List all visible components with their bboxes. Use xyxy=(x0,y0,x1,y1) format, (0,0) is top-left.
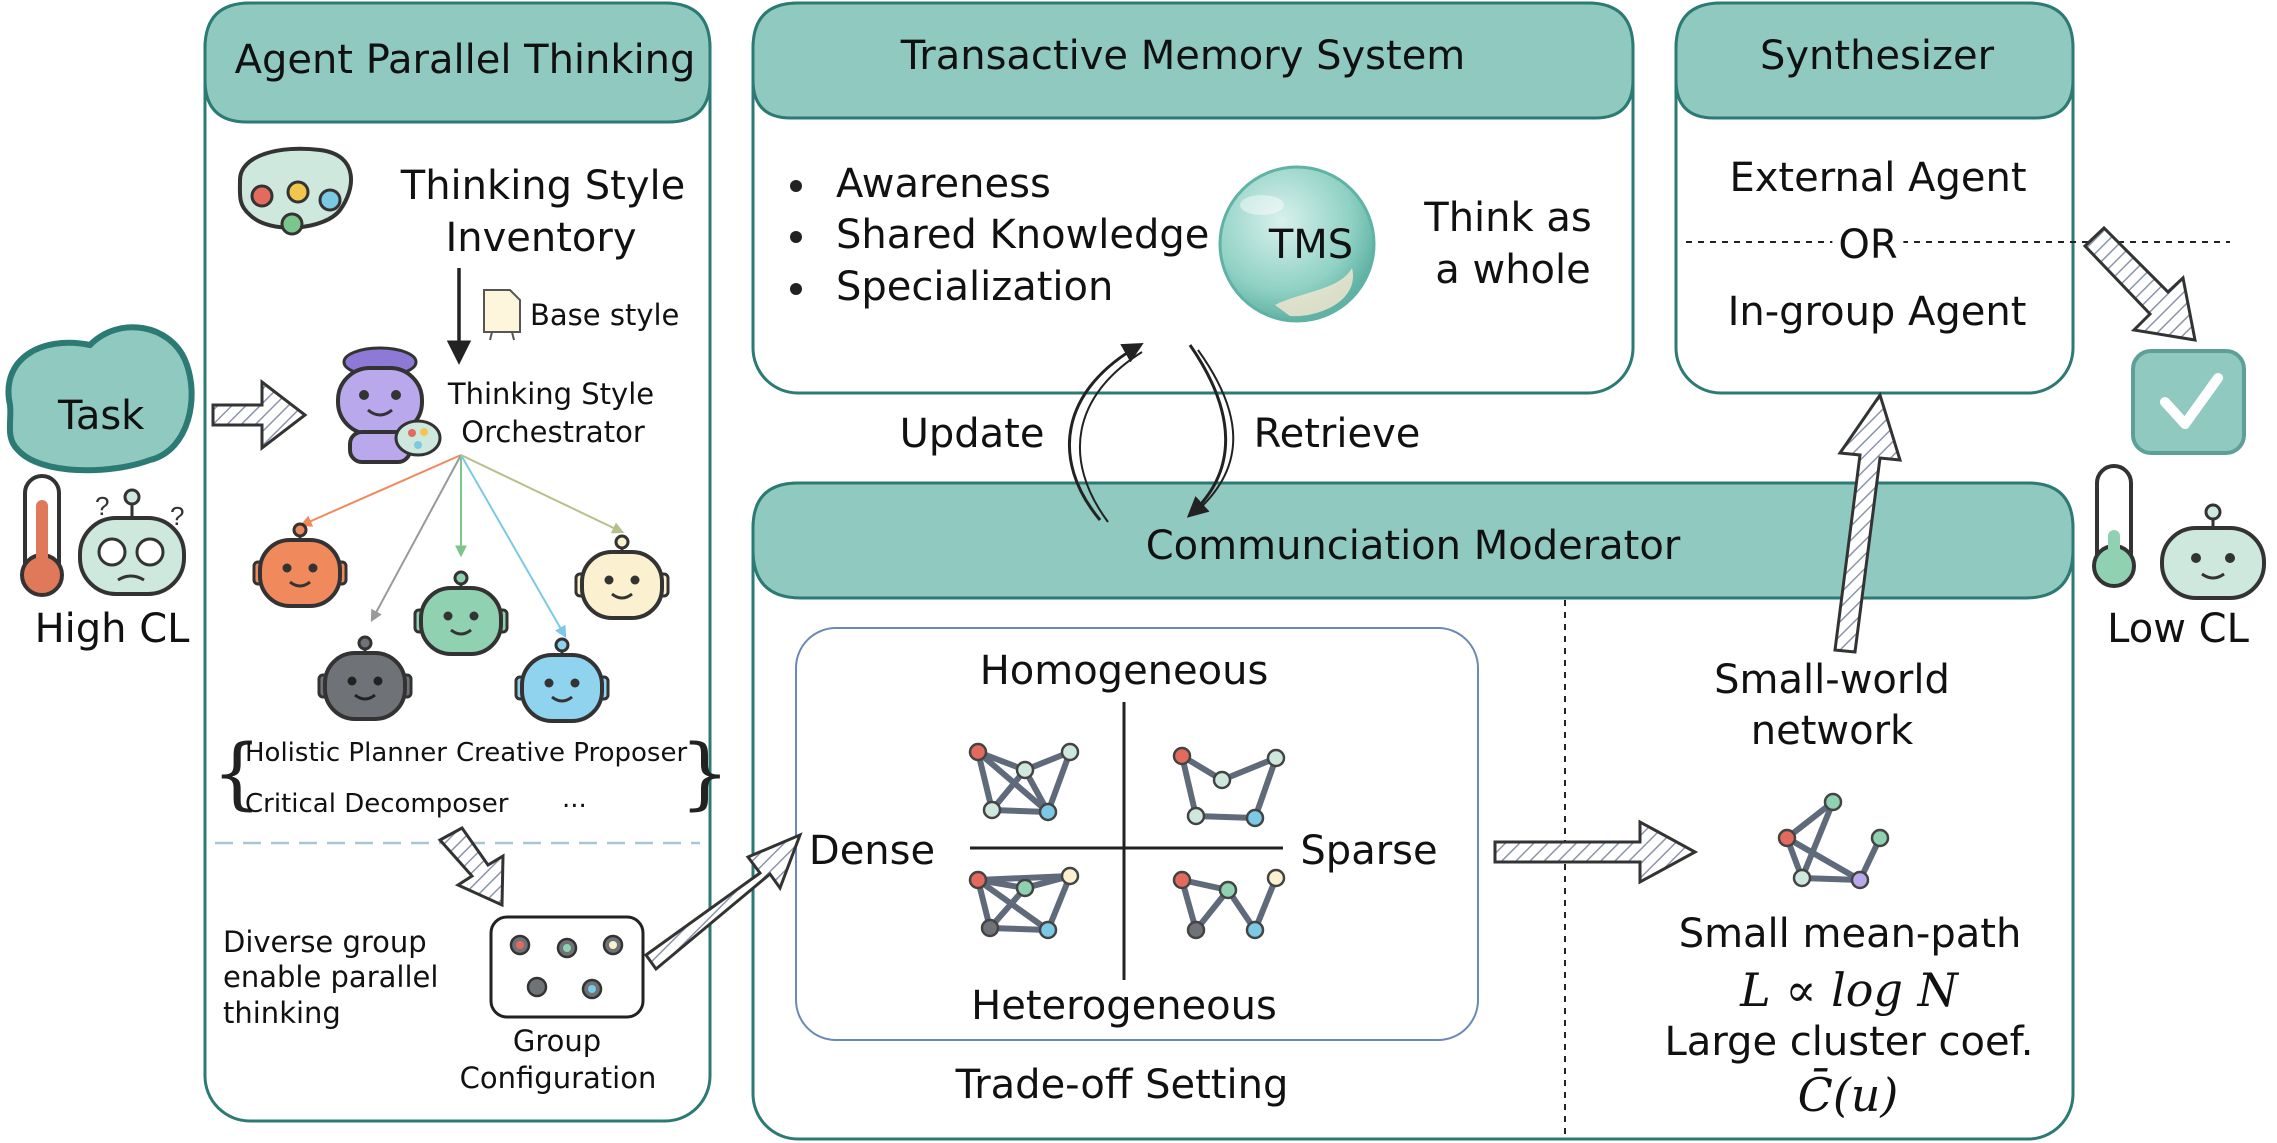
role-creative: Creative Proposer xyxy=(456,738,688,768)
tradeoff-to-smallworld-arrow xyxy=(1493,819,1699,885)
think-line2: a whole xyxy=(1435,247,1591,293)
synth-or: OR xyxy=(1832,222,1904,268)
group-config-line1: Group xyxy=(512,1024,602,1058)
graph-dense-homogeneous xyxy=(968,742,1080,822)
apt-panel xyxy=(203,1,712,1123)
diverse-line2: enable parallel xyxy=(223,960,439,994)
low-cl-label: Low CL xyxy=(2107,606,2249,652)
role-holistic: Holistic Planner xyxy=(245,738,447,768)
task-label: Task xyxy=(58,393,145,439)
tms-panel xyxy=(751,1,1635,395)
thermometer-high-icon xyxy=(20,474,64,597)
group-to-tradeoff-arrow xyxy=(643,832,803,972)
cm-panel xyxy=(751,481,2075,1141)
synth-title: Synthesizer xyxy=(1759,33,1995,79)
check-icon xyxy=(2131,349,2246,455)
brace-right: } xyxy=(680,729,730,819)
cluster-formula: C̄(u) xyxy=(1797,1068,1899,1122)
agent-robot-green-icon xyxy=(413,570,509,656)
tms-sphere xyxy=(1218,165,1376,323)
agent-robot-cream-icon xyxy=(574,534,670,620)
orchestrator-arrows xyxy=(299,454,625,639)
smallworld-to-synth-arrow xyxy=(1833,391,1903,654)
inventory-line1: Thinking Style xyxy=(400,163,686,209)
smallworld-line2: network xyxy=(1750,708,1914,754)
tms-bullet-shared: Shared Knowledge xyxy=(836,212,1210,258)
document-icon xyxy=(483,289,521,341)
group-config-box xyxy=(489,915,645,1019)
retrieve-label: Retrieve xyxy=(1253,411,1421,457)
thermometer-low-icon xyxy=(2092,464,2136,588)
synth-ingroup: In-group Agent xyxy=(1727,289,2027,335)
graph-sparse-heterogeneous xyxy=(1172,868,1286,940)
group-config-line2: Configuration xyxy=(459,1061,657,1095)
task-to-orchestrator-arrow xyxy=(211,378,308,452)
sparse-label: Sparse xyxy=(1300,828,1438,874)
tms-title: Transactive Memory System xyxy=(900,33,1466,79)
svg-text:?: ? xyxy=(170,501,184,531)
cm-title: Communciation Moderator xyxy=(1145,523,1681,569)
orchestrator-robot-icon xyxy=(336,346,442,464)
base-style-label: Base style xyxy=(530,298,680,332)
meanpath-label: Small mean-path xyxy=(1678,911,2022,957)
update-label: Update xyxy=(899,411,1045,457)
tms-bullet-specialization: Specialization xyxy=(836,264,1114,310)
dense-label: Dense xyxy=(808,828,936,874)
graph-sparse-homogeneous xyxy=(1172,746,1286,828)
roles-to-group-arrow xyxy=(437,826,505,908)
tradeoff-label: Trade-off Setting xyxy=(955,1062,1289,1108)
apt-title: Agent Parallel Thinking xyxy=(234,37,696,83)
diverse-line3: thinking xyxy=(223,996,341,1030)
small-world-graph xyxy=(1777,792,1890,890)
meanpath-formula: L ∝ log N xyxy=(1740,963,1958,1017)
think-line1: Think as xyxy=(1424,195,1592,241)
homogeneous-label: Homogeneous xyxy=(979,648,1269,694)
smallworld-line1: Small-world xyxy=(1714,657,1950,703)
synth-to-result-arrow xyxy=(2082,225,2197,342)
high-cl-label: High CL xyxy=(34,606,190,652)
agent-robot-orange-icon xyxy=(252,522,348,608)
synth-panel xyxy=(1674,1,2230,395)
orchestrator-line1: Thinking Style xyxy=(447,377,655,411)
graph-dense-heterogeneous xyxy=(968,866,1080,940)
svg-text:?: ? xyxy=(95,491,109,521)
cluster-label: Large cluster coef. xyxy=(1664,1019,2034,1065)
happy-robot-icon xyxy=(2160,503,2266,600)
role-critical: Critical Decomposer xyxy=(245,789,509,819)
synth-external: External Agent xyxy=(1729,155,2027,201)
update-retrieve-arrows xyxy=(1068,342,1235,523)
task-blob xyxy=(5,324,195,474)
orchestrator-line2: Orchestrator xyxy=(461,415,645,449)
role-more: ... xyxy=(562,784,587,814)
agent-robot-blue-icon xyxy=(514,637,610,723)
agent-robot-gray-icon xyxy=(317,635,413,721)
tms-bullet-awareness: Awareness xyxy=(836,161,1051,207)
diverse-line1: Diverse group xyxy=(223,925,427,959)
brace-left: { xyxy=(212,729,262,819)
heterogeneous-label: Heterogeneous xyxy=(971,983,1277,1029)
confused-robot-icon: ? ? xyxy=(78,488,186,596)
tms-sphere-label: TMS xyxy=(1268,222,1354,268)
palette-icon xyxy=(237,146,353,236)
inventory-line2: Inventory xyxy=(445,215,637,261)
